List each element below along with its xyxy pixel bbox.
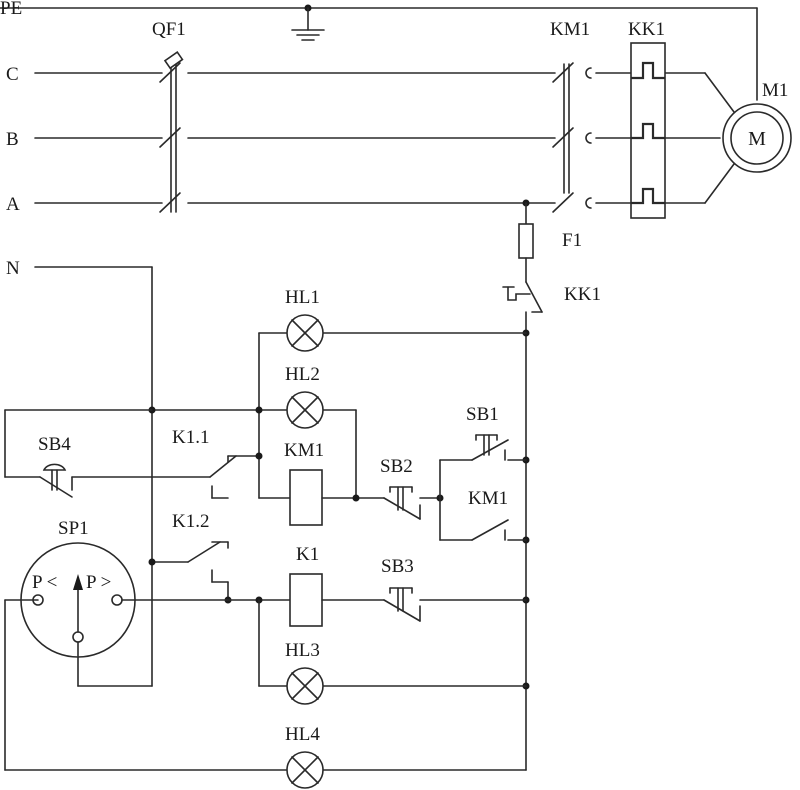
label-kk1-top: KK1: [628, 19, 665, 40]
line-label-a: A: [6, 194, 20, 215]
sp1-pressure-switch: [4, 542, 291, 771]
label-k1-coil: K1: [296, 544, 319, 565]
hl2-lamp-circuit: [148, 391, 357, 499]
line-label-pe: PE: [0, 0, 22, 19]
qf1-breaker: [159, 51, 184, 213]
label-km1-top: KM1: [550, 19, 590, 40]
line-label-c: C: [6, 64, 19, 85]
label-sb3: SB3: [381, 556, 414, 577]
label-k1-1: K1.1: [172, 427, 209, 448]
label-kk1-contact: KK1: [564, 284, 601, 305]
label-m1: M1: [762, 80, 788, 101]
label-f1: F1: [562, 230, 582, 251]
label-hl3: HL3: [285, 640, 320, 661]
label-km1-contact: KM1: [468, 488, 508, 509]
label-hl4: HL4: [285, 724, 320, 745]
motor-m1: [704, 72, 792, 204]
label-sb1: SB1: [466, 404, 499, 425]
label-p-low: P <: [32, 572, 57, 593]
label-k1-2: K1.2: [172, 511, 209, 532]
sb1-km1-holding: [439, 434, 527, 541]
km1-main-contacts: [552, 62, 592, 213]
sb4-k1-1-circuit: [4, 409, 263, 499]
label-hl1: HL1: [285, 287, 320, 308]
k1-2-contact: [148, 541, 232, 604]
line-label-n: N: [6, 258, 20, 279]
label-p-high: P >: [86, 572, 111, 593]
hl4-lamp-circuit: [4, 751, 527, 789]
label-hl2: HL2: [285, 364, 320, 385]
hl3-lamp-circuit: [258, 599, 527, 705]
hl1-lamp-circuit: [258, 314, 527, 499]
label-sb2: SB2: [380, 456, 413, 477]
k1-coil-circuit: [255, 573, 527, 627]
line-label-b: B: [6, 129, 19, 150]
kk1-thermal-relay: [630, 42, 666, 219]
motor-label: M: [748, 128, 766, 150]
label-km1-coil: KM1: [284, 440, 324, 461]
km1-coil-circuit: [258, 469, 385, 526]
f1-fuse-branch: [502, 202, 543, 771]
label-qf1: QF1: [152, 19, 186, 40]
sb2-button: [383, 486, 444, 520]
label-sp1: SP1: [58, 518, 89, 539]
label-sb4: SB4: [38, 434, 71, 455]
